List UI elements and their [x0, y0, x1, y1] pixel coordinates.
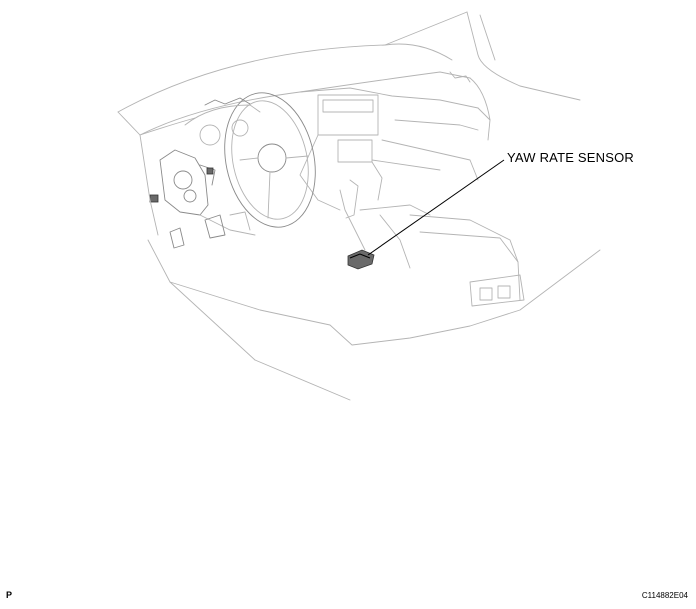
figure-id: C114882E04 [641, 591, 688, 600]
steering-wheel [224, 92, 316, 228]
instrument-cluster [184, 97, 261, 146]
pedals [169, 211, 251, 249]
center-console [299, 94, 525, 307]
callout-leader-line [367, 159, 505, 256]
left-dash-components [139, 134, 256, 236]
yaw-rate-sensor [347, 249, 375, 270]
floor-outline [147, 239, 601, 401]
corner-code-left: P [6, 590, 13, 600]
yaw-rate-sensor-label: YAW RATE SENSOR [507, 150, 634, 165]
dashboard-outline [117, 71, 491, 181]
windshield-frame [117, 11, 581, 113]
